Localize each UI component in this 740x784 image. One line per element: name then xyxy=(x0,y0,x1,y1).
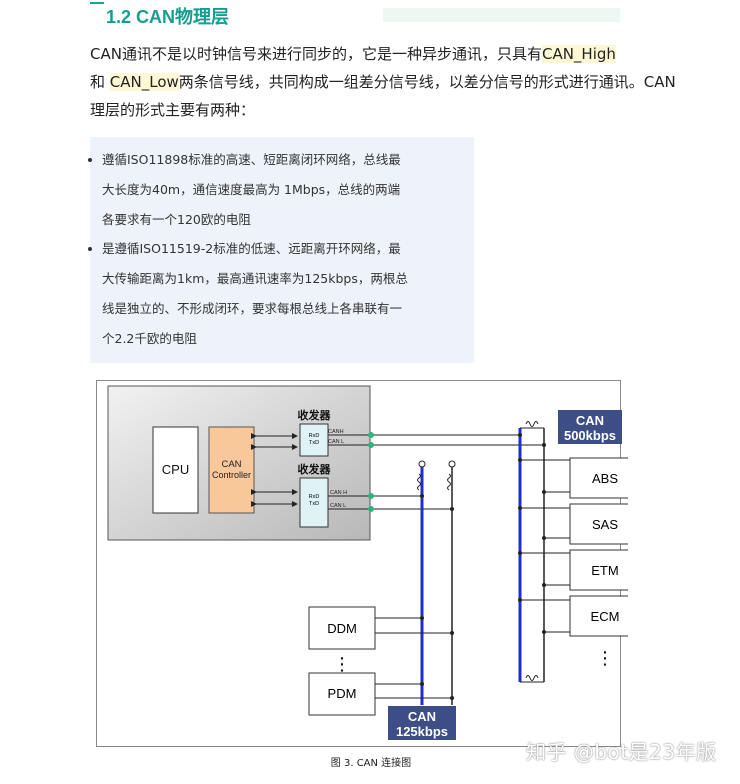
cpu-label: CPU xyxy=(162,462,189,477)
txd-label-2: TxD xyxy=(309,501,319,507)
high-speed-label-box xyxy=(558,410,622,444)
connector-dot xyxy=(368,506,374,512)
cpu-box xyxy=(152,426,199,514)
section-title: 1.2 CAN物理层 xyxy=(106,7,230,27)
transceiver-2-box xyxy=(299,477,329,528)
intro-line-3: 理层的形式主要有两种： xyxy=(90,101,256,119)
transceiver-1-box xyxy=(299,423,329,457)
rxd-label-1: RxD xyxy=(309,433,320,439)
bullet-quote-box: 遵循ISO11898标准的高速、短距离闭环网络，总线最 大长度为40m，通信速度… xyxy=(88,137,474,363)
left-nodes: DDM ⋮ PDM xyxy=(308,606,454,716)
more-nodes-dots: ⋮ xyxy=(596,648,614,669)
intro-line-1: CAN通讯不是以时钟信号来进行同步的，它是一种异步通讯，只具有CAN_High xyxy=(90,45,616,63)
txd-label-1: TxD xyxy=(309,440,319,446)
node-etm-box xyxy=(569,549,628,591)
connector-dot xyxy=(368,493,374,499)
intro-paragraph: CAN通讯不是以时钟信号来进行同步的，它是一种异步通讯，只具有CAN_High … xyxy=(90,40,740,124)
rxd-label-2: RxD xyxy=(309,494,320,500)
figure-caption: 图 3. CAN 连接图 xyxy=(331,756,411,769)
bullet-item-low-speed: 是遵循ISO11519-2标准的低速、远距离开环网络，最 大传输距离为1km，最… xyxy=(88,234,470,354)
node-ecm-box xyxy=(569,595,628,637)
controller-label-1: CAN xyxy=(221,459,241,470)
junction-dot xyxy=(518,433,522,437)
node-ddm-label: DDM xyxy=(327,621,357,636)
low-speed-label-box xyxy=(388,706,456,740)
section-heading: 1.2 CAN物理层 xyxy=(90,2,229,30)
highlight-can-high: CAN_High xyxy=(541,45,616,63)
canh-label-2: CAN H xyxy=(330,490,347,496)
node-pdm-label: PDM xyxy=(328,686,357,701)
canl-label-2: CAN L xyxy=(330,503,346,509)
low-bus-open-end xyxy=(418,460,426,468)
zhihu-watermark: 知乎 @bot是23年版 xyxy=(526,740,717,764)
node-ecm-label: ECM xyxy=(591,609,620,624)
highlight-can-low: CAN_Low xyxy=(109,73,179,91)
resistor-top xyxy=(525,421,539,427)
junction-dot xyxy=(450,507,454,511)
low-speed-label-2: 125kbps xyxy=(396,724,448,739)
bullet-item-high-speed: 遵循ISO11898标准的高速、短距离闭环网络，总线最 大长度为40m，通信速度… xyxy=(88,145,470,235)
can-controller-box xyxy=(208,426,255,514)
node-pdm-box xyxy=(308,672,376,716)
can-connection-diagram: CPU CAN Controller 收发器 RxD TxD 收发器 RxD T… xyxy=(96,380,628,769)
intro-line-2: 和 CAN_Low两条信号线，共同构成一组差分信号线，以差分信号的形式进行通讯。… xyxy=(90,73,676,91)
more-left-nodes-dots: ⋮ xyxy=(333,654,351,675)
node-ddm-box xyxy=(308,606,376,650)
high-speed-label-1: CAN xyxy=(576,413,604,428)
high-speed-label-2: 500kbps xyxy=(564,428,616,443)
right-nodes: ABS SAS ETM ECM ⋮ xyxy=(518,457,628,669)
low-speed-label-1: CAN xyxy=(408,709,436,724)
transceiver-label-2: 收发器 xyxy=(298,462,332,476)
node-etm-label: ETM xyxy=(591,563,618,578)
controller-label-2: Controller xyxy=(212,470,251,480)
resistor-bottom xyxy=(525,675,539,681)
junction-dot xyxy=(542,443,546,447)
canl-label-1: CAN L xyxy=(328,439,344,445)
node-abs-label: ABS xyxy=(592,471,618,486)
bullet-dot xyxy=(88,247,92,251)
junction-dot xyxy=(420,494,424,498)
bullet-dot xyxy=(88,158,92,162)
resistor-low-1 xyxy=(417,473,421,491)
low-bus-open-end xyxy=(448,460,456,468)
heading-highlight-decoration xyxy=(383,8,620,22)
heading-accent-bar xyxy=(90,2,104,4)
node-sas-box xyxy=(569,503,628,545)
transceiver-label-1: 收发器 xyxy=(298,408,332,422)
connector-dot xyxy=(368,442,374,448)
node-sas-label: SAS xyxy=(592,517,618,532)
connector-dot xyxy=(368,432,374,438)
node-abs-box xyxy=(569,457,628,499)
resistor-low-2 xyxy=(447,473,451,491)
canh-label-1: CANH xyxy=(328,429,344,435)
